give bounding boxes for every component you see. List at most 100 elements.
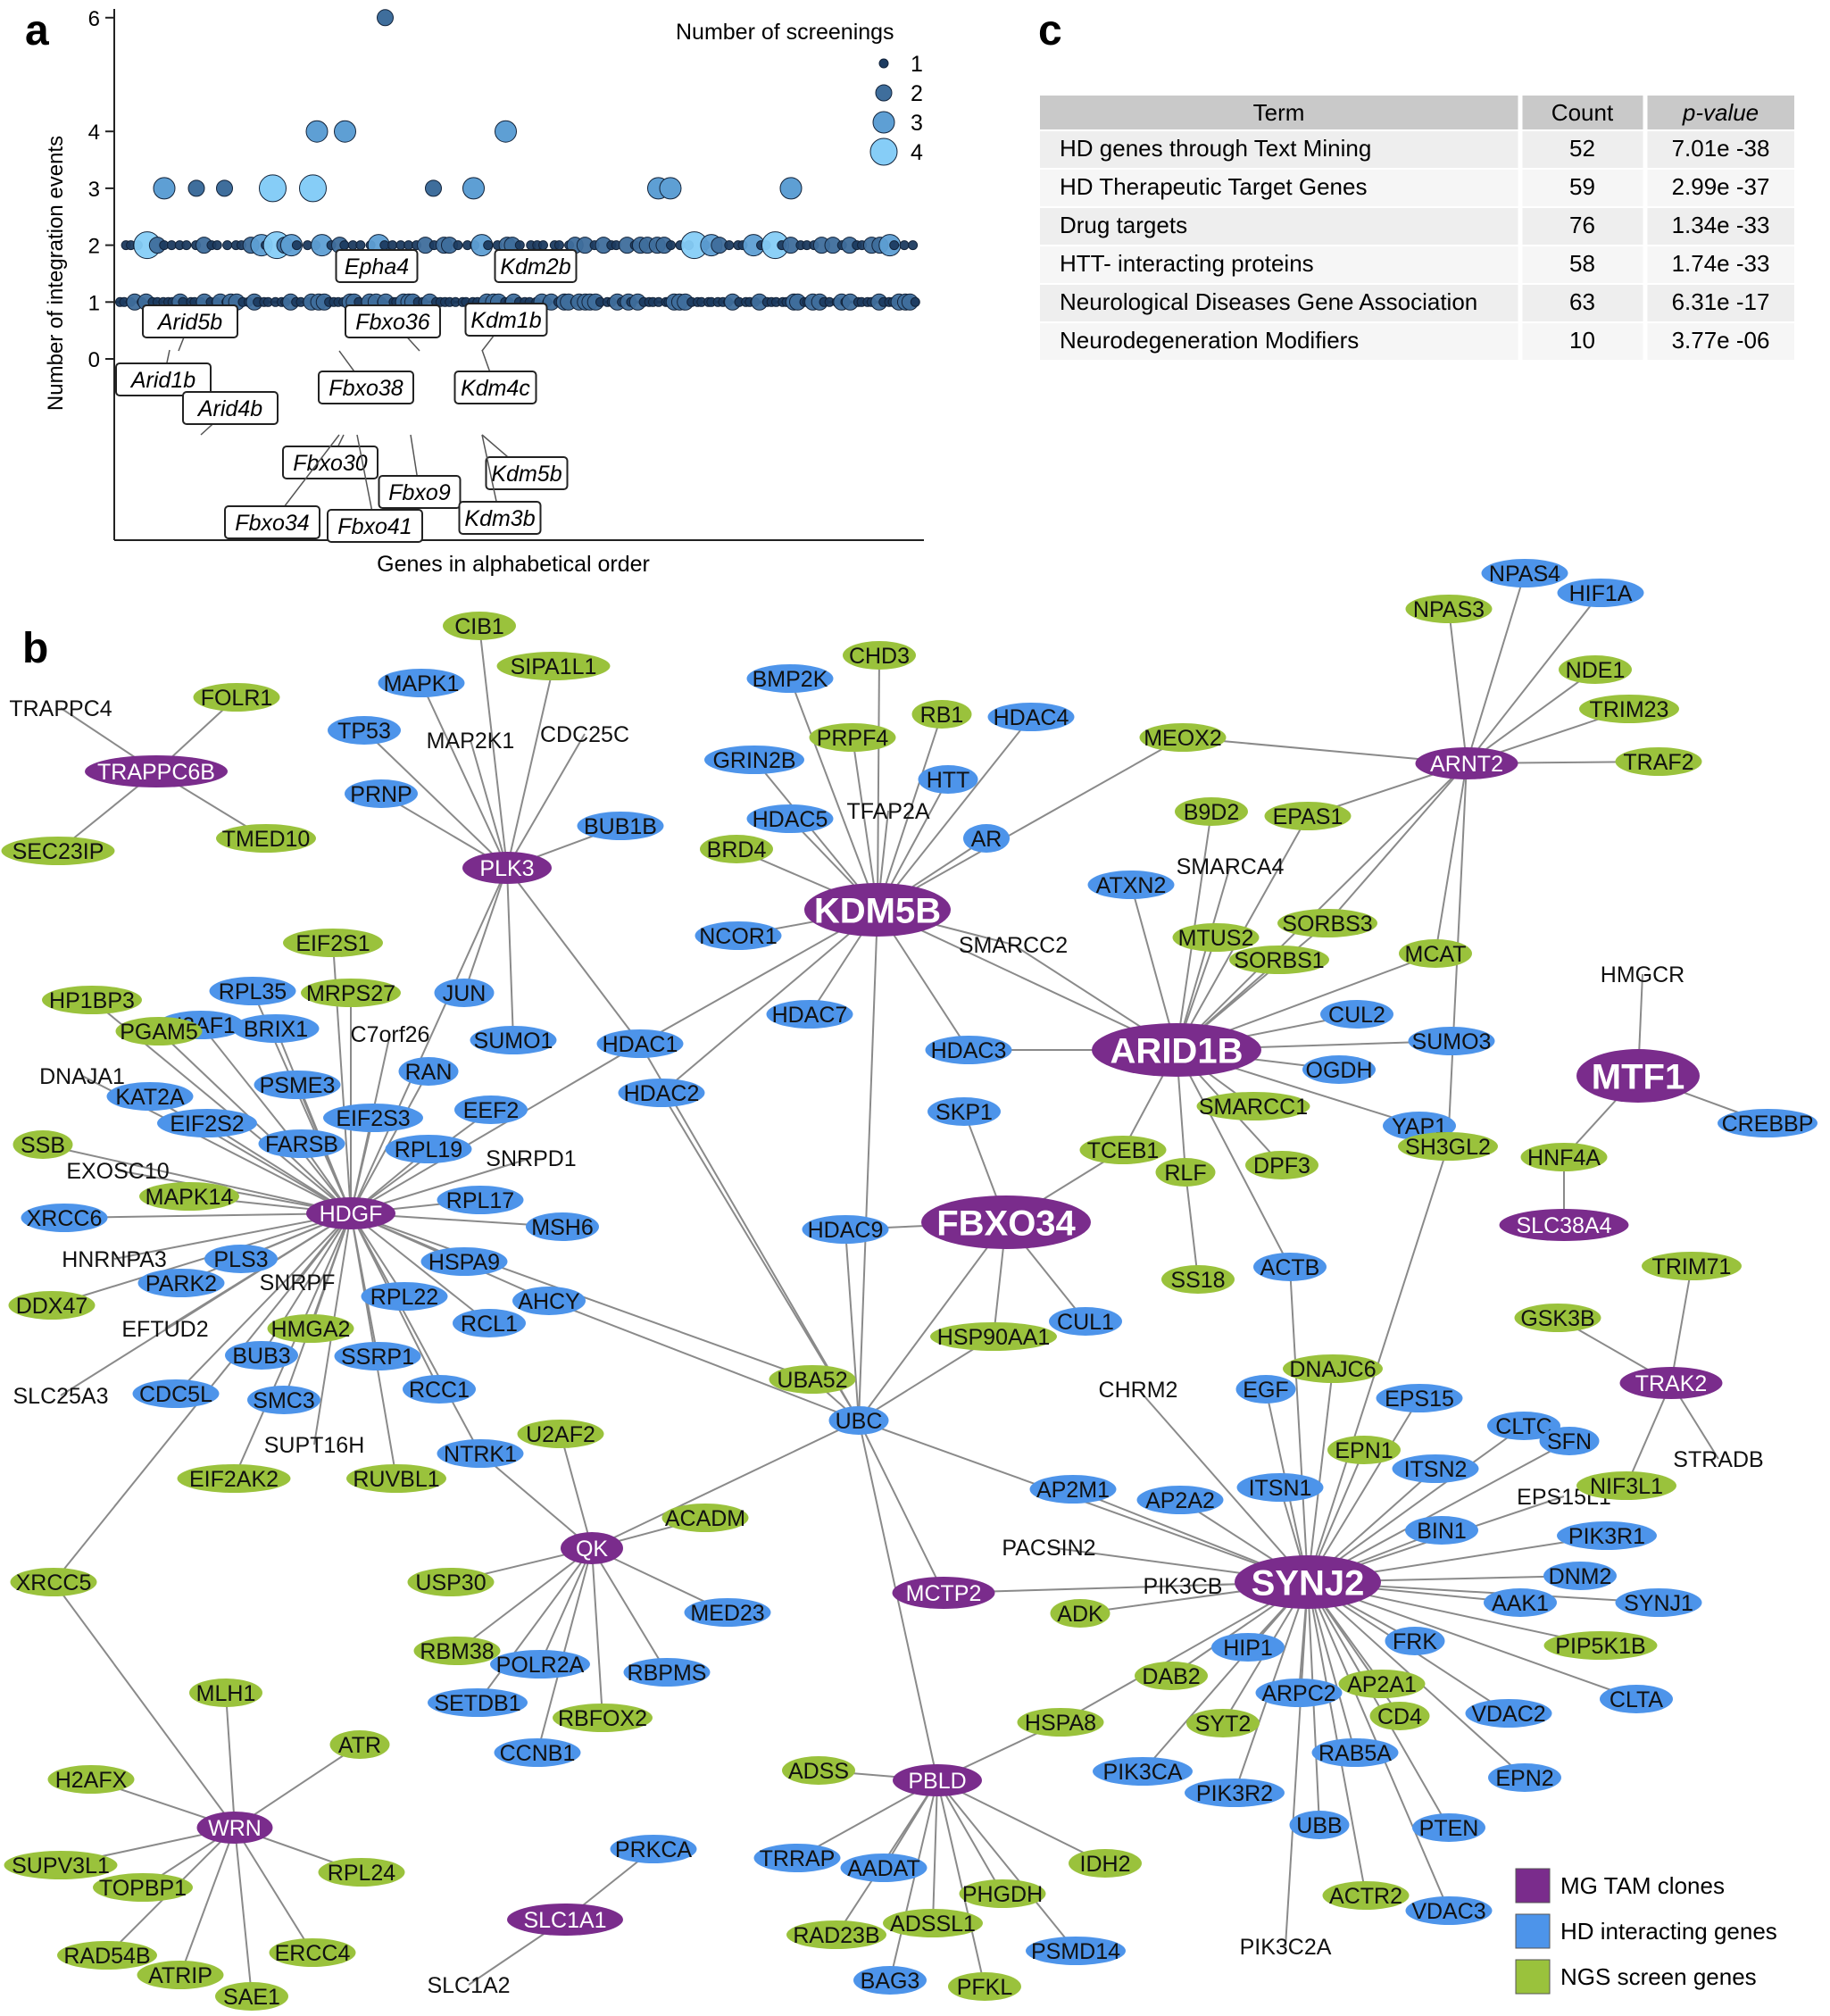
node-label: AAK1 [1492, 1591, 1549, 1616]
node-cdc5l: CDC5L [132, 1379, 220, 1408]
node-label: DNM2 [1549, 1564, 1612, 1589]
node-ellipse [462, 852, 552, 884]
node-ellipse [132, 1379, 220, 1408]
network-edge [1176, 865, 1231, 1051]
table-row [1040, 208, 1794, 245]
node-ellipse [1264, 802, 1352, 830]
gene-label-box [378, 475, 462, 509]
node-label: PIP5K1B [1555, 1634, 1645, 1659]
node-label: TP53 [337, 719, 391, 744]
node-mlh1: MLH1 [189, 1679, 262, 1707]
node-ellipse [963, 824, 1010, 853]
node-ellipse [1576, 1471, 1676, 1500]
network-edge [936, 1779, 986, 1987]
network-edge [1142, 1581, 1309, 1772]
node-label: C7orf26 [351, 1022, 430, 1047]
node-sipa1l1: SIPA1L1 [496, 652, 611, 680]
node-hnrnpa3: HNRNPA3 [62, 1247, 167, 1272]
node-phgdh: PHGDH [959, 1879, 1046, 1908]
node-traf2: TRAF2 [1615, 747, 1702, 776]
node-ellipse [216, 824, 316, 853]
node-ellipse [378, 669, 465, 697]
node-ahcy: AHCY [512, 1287, 586, 1315]
node-pik3c2a: PIK3C2A [1240, 1935, 1332, 1960]
gene-label-box [453, 371, 537, 404]
node-pik3ca: PIK3CA [1093, 1757, 1193, 1786]
node-ellipse [490, 1650, 590, 1679]
node-ellipse [1484, 1588, 1557, 1617]
node-synj1: SYNJ1 [1615, 1588, 1702, 1617]
network-edge [420, 682, 508, 869]
node-label: SSB [21, 1133, 65, 1158]
node-rcl1: RCL1 [453, 1309, 526, 1337]
node-park2: PARK2 [137, 1269, 225, 1297]
node-ellipse [1718, 1109, 1818, 1137]
node-label: RUVBL1 [353, 1467, 439, 1492]
node-ellipse [1576, 1049, 1700, 1103]
data-point [666, 240, 677, 251]
node-plk3: PLK3 [462, 852, 552, 884]
table-cell: Drug targets [1060, 212, 1187, 238]
node-hp1bp3: HP1BP3 [42, 986, 142, 1014]
node-aak1: AAK1 [1484, 1588, 1557, 1617]
node-label: KDM5B [814, 891, 941, 930]
node-label: SYNJ2 [1252, 1563, 1365, 1603]
node-label: KAT2A [115, 1085, 185, 1110]
gene-label-box [458, 501, 542, 535]
node-ellipse [247, 1386, 320, 1414]
network-edge [1307, 1581, 1367, 1896]
network-edge [506, 867, 641, 1045]
node-hdgf: HDGF [306, 1197, 395, 1229]
node-label: CREBBP [1722, 1112, 1814, 1137]
network-edge [350, 1212, 490, 1324]
node-label: HDAC2 [624, 1081, 700, 1106]
node-label: SUPV3L1 [12, 1854, 110, 1879]
node-ellipse [1600, 1685, 1673, 1713]
node-ellipse [623, 1658, 711, 1687]
node-ellipse [1229, 946, 1329, 974]
node-ellipse [437, 1186, 524, 1214]
network-edge [789, 678, 878, 911]
node-sh3gl2: SH3GL2 [1398, 1132, 1498, 1161]
node-label: RB1 [920, 703, 964, 728]
node-ellipse [1186, 1709, 1260, 1737]
node-eif2s1: EIF2S1 [283, 929, 383, 957]
node-label: NPAS4 [1489, 562, 1560, 587]
node-ellipse [413, 1637, 501, 1665]
node-label: EIF2AK2 [189, 1467, 279, 1492]
network-edge [470, 739, 508, 869]
node-label: NIF3L1 [1590, 1474, 1663, 1499]
node-label: AP2A2 [1145, 1488, 1215, 1513]
node-label: ITSN1 [1249, 1476, 1312, 1501]
node-label: MED23 [690, 1601, 764, 1626]
table-cell: 52 [1569, 135, 1595, 162]
node-ellipse [1161, 1265, 1235, 1294]
gene-label: Fbxo38 [329, 376, 403, 401]
network-edge [1289, 1266, 1309, 1583]
node-label: XRCC5 [16, 1570, 92, 1595]
node-meox2: MEOX2 [1139, 723, 1227, 752]
node-bub1b: BUB1B [577, 812, 664, 840]
node-ellipse [1376, 1384, 1463, 1412]
node-psme3: PSME3 [254, 1070, 341, 1099]
node-ellipse [911, 700, 972, 729]
node-label: PSMD14 [1031, 1939, 1120, 1964]
node-ellipse [1327, 1436, 1401, 1464]
node-label: ATXN2 [1096, 873, 1167, 898]
network-edge [858, 1420, 938, 1781]
node-c7orf26: C7orf26 [351, 1022, 430, 1047]
node-label: TRIM71 [1652, 1254, 1732, 1279]
y-tick-label: 2 [88, 235, 100, 259]
node-label: EEF2 [463, 1098, 520, 1123]
node-kat2a: KAT2A [106, 1082, 194, 1111]
node-label: MSH6 [531, 1215, 593, 1240]
node-label: PIK3CA [1103, 1760, 1183, 1785]
node-ellipse [927, 1097, 1001, 1126]
node-ellipse [115, 1017, 203, 1045]
node-med23: MED23 [684, 1598, 771, 1627]
node-ran: RAN [398, 1057, 459, 1086]
node-label: ATR [338, 1733, 381, 1758]
network-edge [877, 716, 1032, 911]
node-ellipse [1311, 1738, 1399, 1767]
